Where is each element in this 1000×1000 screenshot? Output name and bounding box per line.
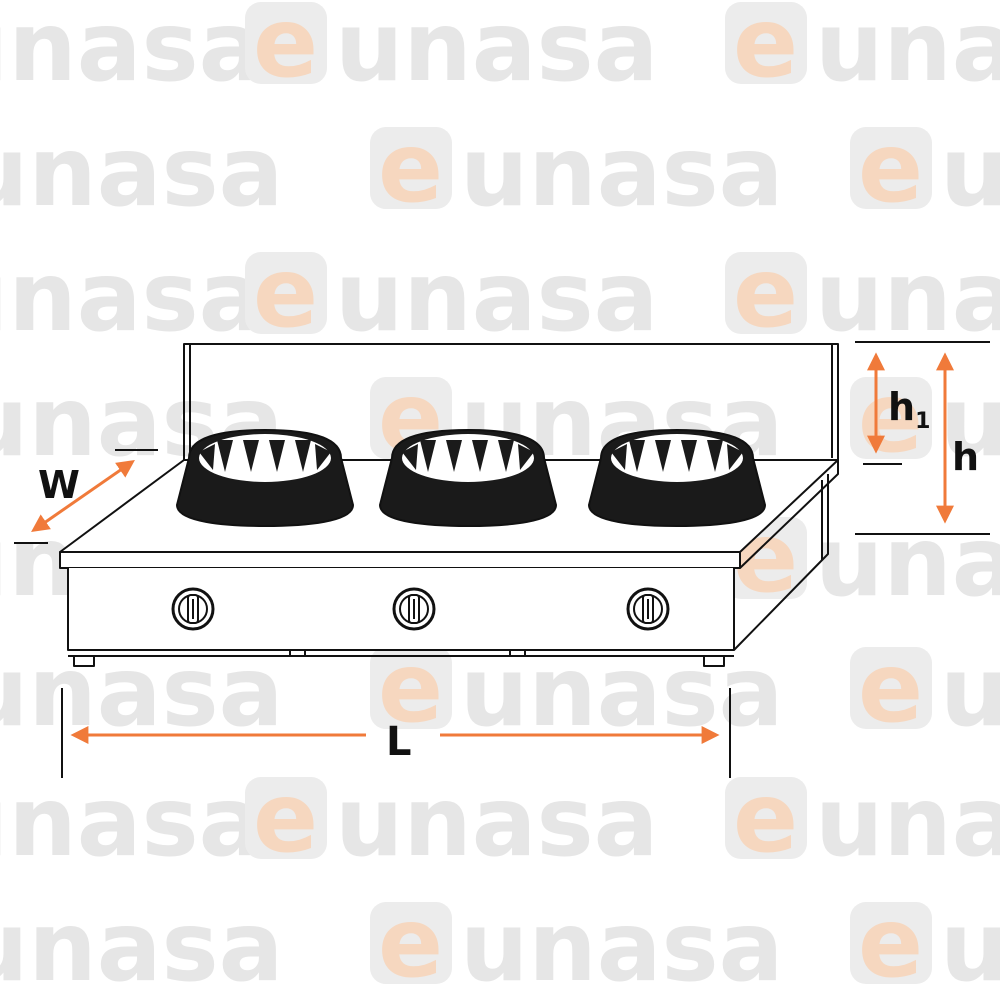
svg-text:unasa: unasa — [0, 116, 283, 228]
burner-3 — [587, 428, 767, 528]
svg-text:unasa: unasa — [815, 0, 1000, 103]
width-arrow — [31, 459, 135, 533]
body-side — [733, 474, 829, 651]
svg-text:unasa: unasa — [815, 766, 1000, 878]
grate-tooth — [315, 444, 331, 470]
watermark-logo: e unasa — [725, 762, 1000, 878]
grate-tooth — [199, 444, 215, 470]
grate-tooth — [217, 440, 233, 472]
watermark-logo: e unasa — [370, 887, 783, 1000]
svg-text:unasa: unasa — [0, 241, 263, 353]
grate-tooth — [446, 440, 462, 472]
grate-tooth — [243, 440, 259, 472]
watermark-logo: unasa — [0, 0, 263, 103]
grate-tooth — [655, 440, 671, 472]
burner-1 — [175, 428, 355, 528]
watermark-logo: e unasa — [725, 237, 1000, 353]
watermark-logo: unasa — [0, 241, 263, 353]
dimension-annotations: L W h1 h — [14, 341, 990, 778]
watermark-logo: e unasa — [245, 237, 658, 353]
burner-2 — [378, 428, 558, 528]
watermark-logo: e unasa — [850, 632, 1000, 748]
svg-text:e: e — [733, 0, 798, 99]
grate-tooth — [420, 440, 436, 472]
watermark-logo: e unasa — [245, 762, 658, 878]
svg-text:e: e — [858, 632, 923, 744]
svg-text:e: e — [378, 112, 443, 224]
burner-group — [175, 428, 767, 528]
cooktop-side — [739, 460, 839, 569]
grate-tooth — [269, 440, 285, 472]
svg-text:e: e — [733, 762, 798, 874]
svg-text:unasa: unasa — [460, 116, 783, 228]
svg-text:unasa: unasa — [460, 636, 783, 748]
svg-text:unasa: unasa — [940, 891, 1000, 1000]
svg-text:unasa: unasa — [335, 766, 658, 878]
svg-text:e: e — [253, 237, 318, 349]
grate-tooth — [498, 440, 514, 472]
height-label: h — [952, 435, 979, 479]
grate-tooth — [518, 444, 534, 470]
svg-text:e: e — [378, 887, 443, 999]
svg-text:unasa: unasa — [940, 116, 1000, 228]
knob-2[interactable] — [392, 587, 436, 631]
svg-text:e: e — [858, 112, 923, 224]
knob-group — [171, 587, 670, 631]
svg-text:unasa: unasa — [335, 241, 658, 353]
grate-tooth — [402, 444, 418, 470]
svg-text:unasa: unasa — [460, 891, 783, 1000]
svg-text:unasa: unasa — [0, 0, 263, 103]
height1-subscript: 1 — [915, 409, 930, 434]
watermark-logo: unasa — [0, 766, 263, 878]
svg-text:e: e — [858, 887, 923, 999]
watermark-logo: e unasa — [725, 0, 1000, 103]
grate-tooth — [681, 440, 697, 472]
watermark-logo: e unasa — [245, 0, 658, 103]
grate-tooth — [472, 440, 488, 472]
svg-text:unasa: unasa — [0, 766, 263, 878]
knob-3[interactable] — [626, 587, 670, 631]
foot — [73, 655, 95, 667]
watermark-logo: unasa — [0, 116, 283, 228]
svg-text:unasa: unasa — [0, 891, 283, 1000]
grate-tooth — [727, 444, 743, 470]
foot — [703, 655, 725, 667]
svg-text:unasa: unasa — [335, 0, 658, 103]
svg-text:unasa: unasa — [815, 241, 1000, 353]
watermark-logo: e unasa — [850, 887, 1000, 1000]
svg-text:e: e — [253, 0, 318, 99]
grate-tooth — [707, 440, 723, 472]
grate-tooth — [629, 440, 645, 472]
watermark-logo: unasa — [0, 891, 283, 1000]
watermark-logo: e unasa — [850, 112, 1000, 228]
watermark-logo: unasa — [0, 636, 283, 748]
grate-tooth — [295, 440, 311, 472]
knob-1[interactable] — [171, 587, 215, 631]
width-label: W — [38, 463, 80, 507]
svg-text:e: e — [253, 762, 318, 874]
length-label: L — [386, 719, 412, 765]
cooktop-front-lip — [59, 551, 741, 569]
svg-text:unasa: unasa — [0, 636, 283, 748]
svg-text:e: e — [733, 237, 798, 349]
watermark-logo: e unasa — [370, 112, 783, 228]
backsplash-panel — [183, 343, 839, 460]
height1-label: h1 — [888, 385, 930, 434]
svg-text:unasa: unasa — [815, 506, 1000, 618]
watermark-logo: e unasa — [725, 502, 1000, 618]
grate-tooth — [611, 444, 627, 470]
svg-text:unasa: unasa — [940, 636, 1000, 748]
